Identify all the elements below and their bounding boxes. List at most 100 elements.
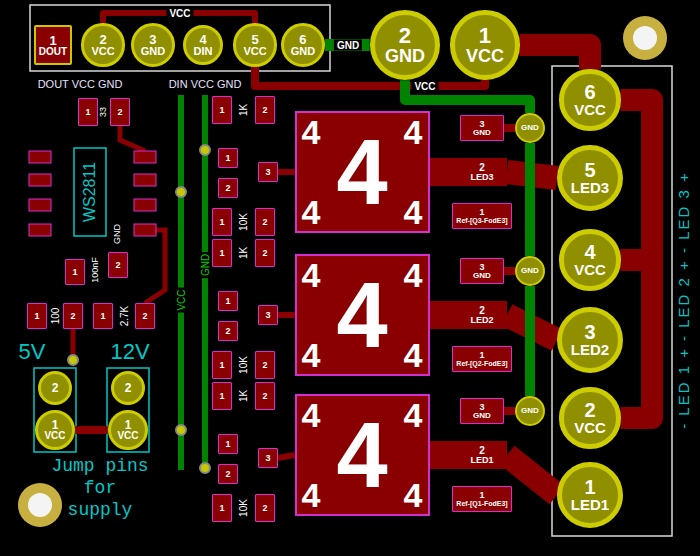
- pad-label-group: 1VCC: [117, 419, 138, 441]
- mosfet-pin: 2LED1: [457, 441, 507, 469]
- silkscreen-text: 33: [99, 107, 109, 117]
- smd-pad: 2: [218, 321, 238, 341]
- connector-outline: [552, 66, 672, 536]
- pin-number: 2: [262, 392, 267, 401]
- smd-pad: 2: [135, 303, 155, 329]
- net-name: DOUT: [39, 47, 67, 57]
- copper-trace: [504, 124, 515, 132]
- mounting-hole: [28, 493, 52, 517]
- silkscreen-text: 100: [50, 308, 61, 325]
- mosfet-pin: 3GND: [460, 258, 504, 284]
- pad-label-group: 1: [100, 312, 105, 321]
- pad-number: 4: [404, 478, 423, 512]
- pad-label-group: 2VCC: [91, 33, 114, 57]
- header-pad: 5VCC: [233, 23, 276, 66]
- pin-number: 1: [225, 440, 230, 449]
- pad-label-group: 3: [265, 311, 270, 320]
- jumper-pad: 2: [111, 371, 145, 405]
- pad-label-group: 1DOUT: [39, 34, 67, 57]
- pad-label-group: 2VCC: [574, 400, 606, 435]
- net-name: LED3: [470, 173, 493, 182]
- net-name: Ref-[Q2-FodE3]: [456, 360, 507, 367]
- pin-number: 2: [115, 261, 120, 270]
- header-pad: 4DIN: [183, 25, 224, 66]
- net-name: VCC: [466, 47, 504, 65]
- mosfet-pin: 1Ref-[Q1-FodE3]: [452, 486, 512, 512]
- pad-label-group: 3GND: [473, 263, 491, 280]
- pad-label-group: 1LED1: [571, 477, 609, 512]
- pin-number: 2: [584, 400, 595, 420]
- net-name: LED2: [470, 316, 493, 325]
- pin-number: 1: [85, 108, 90, 117]
- pad-label-group: 2: [262, 361, 267, 370]
- net-name: VCC: [574, 262, 606, 277]
- pin-number: 2: [262, 249, 267, 258]
- smd-pad: 1: [212, 239, 232, 267]
- net-name: LED1: [571, 497, 609, 512]
- copper-trace: [621, 260, 652, 418]
- pad-number: 4: [302, 258, 321, 292]
- silkscreen-text: 5V: [19, 340, 46, 364]
- ic-outline: [74, 148, 106, 236]
- pin-number: 1: [49, 34, 56, 47]
- net-name: GND: [473, 272, 491, 280]
- pad-label-group: 1: [72, 268, 77, 277]
- silkscreen-text: WS2811: [81, 162, 99, 222]
- pad-label-group: 1Ref-[Q1-FodE3]: [456, 491, 507, 507]
- silkscreen-text: 12V: [110, 340, 149, 364]
- pad-number: 4: [336, 126, 387, 218]
- net-name: GND: [521, 124, 539, 132]
- pad-label-group: 3GND: [473, 120, 491, 137]
- copper-trace: [145, 230, 165, 303]
- pad-label-group: 2: [117, 108, 122, 117]
- pin-number: 2: [262, 218, 267, 227]
- smd-pad: 1: [212, 208, 232, 236]
- mosfet-pin: 2LED3: [457, 158, 507, 186]
- smd-pad: 2: [218, 178, 238, 198]
- copper-trace: [255, 67, 485, 86]
- pad-label-group: 3: [265, 168, 270, 177]
- pin-number: 2: [125, 382, 132, 394]
- jumper-pad: 2: [38, 371, 72, 405]
- smd-pad: 2: [63, 303, 83, 329]
- smd-pad: 2: [255, 208, 275, 236]
- pin-number: 2: [399, 25, 411, 47]
- pad-label-group: 2: [262, 504, 267, 513]
- copper-trace: [178, 95, 184, 470]
- pin-number: 1: [584, 477, 595, 497]
- pin-number: 3: [265, 311, 270, 320]
- pin-number: 2: [479, 306, 485, 316]
- jumper-outline: [34, 368, 76, 452]
- mounting-hole: [623, 16, 667, 60]
- net-name: LED1: [470, 456, 493, 465]
- pad-label-group: 1: [219, 392, 224, 401]
- pin-number: 2: [262, 106, 267, 115]
- pin-number: 1: [100, 312, 105, 321]
- connector-pad: 3LED2: [557, 307, 623, 373]
- smd-pad: 2: [255, 382, 275, 410]
- pad-label-group: 2LED2: [470, 306, 493, 325]
- pin-number: 1: [219, 106, 224, 115]
- pin-number: 2: [262, 361, 267, 370]
- net-name: VCC: [44, 431, 65, 441]
- pad-label-group: 2LED1: [470, 446, 493, 465]
- smd-pad: 1: [27, 303, 47, 329]
- silkscreen-text: 2.7K: [119, 306, 130, 327]
- connector-pad: 2VCC: [559, 387, 620, 448]
- mosfet-pin: 3GND: [460, 115, 504, 141]
- pin-number: 2: [225, 470, 230, 479]
- silkscreen-text: - LED 1 + - LED 2 + - LED 3 +: [676, 171, 693, 429]
- net-label: GND: [200, 252, 211, 278]
- pin-number: 3: [479, 120, 484, 129]
- pad-label-group: 1: [85, 108, 90, 117]
- pin-number: 1: [225, 154, 230, 163]
- pad-label-group: 44444: [297, 396, 428, 514]
- pin-number: 1: [479, 25, 491, 47]
- pin-number: 2: [479, 163, 485, 173]
- net-label: VCC: [166, 8, 193, 19]
- pad-number: 4: [302, 398, 321, 432]
- pin-number: 2: [262, 504, 267, 513]
- copper-trace: [525, 143, 535, 256]
- pad-number: 4: [302, 115, 321, 149]
